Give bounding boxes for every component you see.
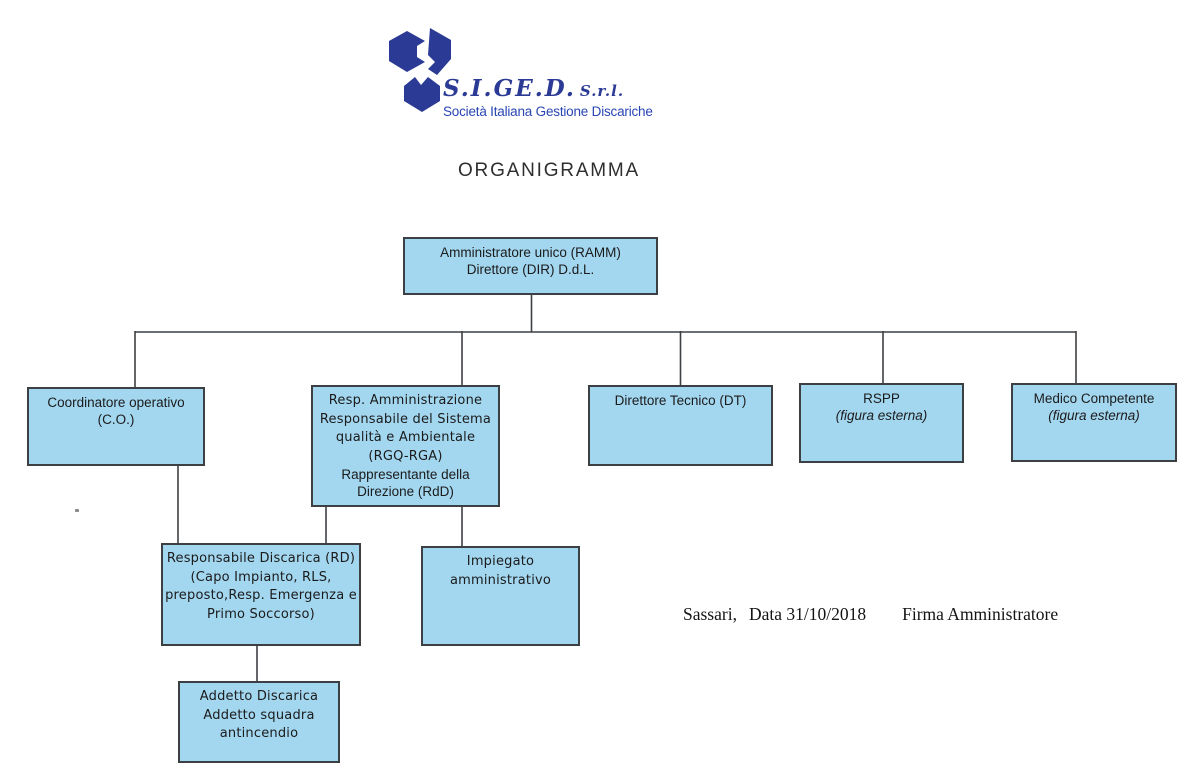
company-name: S.I.GE.D.S.r.l. xyxy=(443,76,653,104)
company-logo-icon xyxy=(389,28,451,112)
org-box-line: (figura esterna) xyxy=(835,408,928,423)
company-name-suffix: S.r.l. xyxy=(579,82,625,100)
org-box-line: RSPP xyxy=(863,391,900,406)
company-logo-text: S.I.GE.D.S.r.l. Società Italiana Gestion… xyxy=(443,76,653,120)
org-box-line: Direzione (RdD) xyxy=(357,484,454,499)
org-box-line: qualità e Ambientale xyxy=(335,430,476,445)
org-box-line: Direttore Tecnico (DT) xyxy=(614,393,747,408)
org-box-line: (Capo Impianto, RLS, xyxy=(190,569,332,585)
org-box-line: Medico Competente xyxy=(1033,391,1155,406)
footer-date: Data 31/10/2018 xyxy=(748,604,867,624)
page-title: ORGANIGRAMMA xyxy=(457,160,641,181)
org-box-direttore-tecnico: Direttore Tecnico (DT) xyxy=(588,385,773,466)
org-box-line: amministrativo xyxy=(449,572,552,588)
org-box-line: Primo Soccorso) xyxy=(207,606,315,622)
org-box-line: (figura esterna) xyxy=(1048,408,1140,423)
org-box-line: Responsabile del Sistema xyxy=(319,411,492,427)
org-box-line: Rappresentante della xyxy=(341,467,470,482)
org-box-line: Addetto squadra xyxy=(203,707,315,723)
org-box-line: Coordinatore operativo xyxy=(47,395,185,410)
org-box-coordinatore-operativo: Coordinatore operativo (C.O.) xyxy=(27,387,205,466)
company-logo: S.I.GE.D.S.r.l. Società Italiana Gestion… xyxy=(387,10,697,128)
org-box-line: preposto,Resp. Emergenza e xyxy=(165,588,357,603)
org-box-addetto-discarica: Addetto Discarica Addetto squadra antinc… xyxy=(178,681,340,763)
org-box-line: (RGQ-RGA) xyxy=(368,448,443,464)
org-box-line: (C.O.) xyxy=(97,412,135,427)
org-box-resp-amministrazione: Resp. Amministrazione Responsabile del S… xyxy=(311,385,500,507)
footer-place: Sassari, xyxy=(683,604,737,624)
org-box-line: Impiegato xyxy=(466,554,535,569)
org-box-line: Responsabile Discarica (RD) xyxy=(166,551,356,566)
org-box-line: Addetto Discarica xyxy=(199,689,319,704)
footer-signature-line: Sassari, Data 31/10/2018 Firma Amministrat… xyxy=(683,604,1058,625)
org-box-rspp: RSPP (figura esterna) xyxy=(799,383,964,463)
org-box-line: Direttore (DIR) D.d.L. xyxy=(466,262,595,277)
company-subtitle: Società Italiana Gestione Discariche xyxy=(443,104,653,119)
org-box-medico-competente: Medico Competente (figura esterna) xyxy=(1011,383,1177,462)
org-box-impiegato-amministrativo: Impiegato amministrativo xyxy=(421,546,580,646)
footer-signature: Firma Amministratore xyxy=(902,604,1059,624)
org-box-line: Amministratore unico (RAMM) xyxy=(440,245,621,260)
org-box-line: Resp. Amministrazione xyxy=(328,393,483,408)
company-name-main: S.I.GE.D. xyxy=(443,75,576,102)
scan-speck xyxy=(75,509,79,512)
org-box-line: antincendio xyxy=(219,726,299,741)
org-box-responsabile-discarica: Responsabile Discarica (RD) (Capo Impian… xyxy=(161,543,361,646)
org-box-amministratore-unico: Amministratore unico (RAMM) Direttore (D… xyxy=(403,237,658,295)
